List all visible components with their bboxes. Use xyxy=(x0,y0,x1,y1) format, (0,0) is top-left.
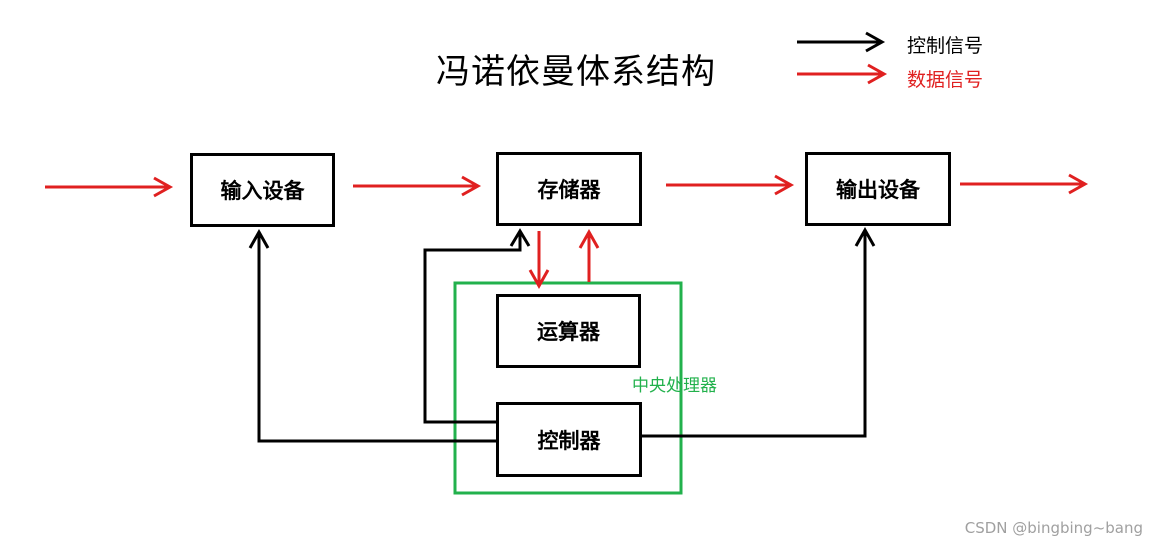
alu-label: 运算器 xyxy=(537,320,600,344)
alu-box: 运算器 xyxy=(496,294,641,368)
output-device-box: 输出设备 xyxy=(805,152,951,226)
arrow-input-to-memory xyxy=(353,175,482,197)
controller-label: 控制器 xyxy=(537,428,601,453)
legend-data-label: 数据信号 xyxy=(907,69,984,91)
input-device-label: 输入设备 xyxy=(220,179,305,203)
output-device-label: 输出设备 xyxy=(836,178,920,202)
watermark: CSDN @bingbing~bang xyxy=(964,519,1143,537)
legend-data-arrow xyxy=(797,63,888,85)
arrow-external-to-input xyxy=(45,176,174,198)
arrow-controller-to-input xyxy=(248,228,497,443)
memory-label: 存储器 xyxy=(537,178,601,202)
arrow-output-to-external xyxy=(960,173,1089,195)
legend-control-arrow xyxy=(797,31,886,53)
memory-box: 存储器 xyxy=(496,152,642,226)
arrow-controller-to-output xyxy=(642,226,876,438)
cpu-boundary xyxy=(453,281,683,495)
arrow-memory-to-alu xyxy=(528,231,550,290)
diagram-title: 冯诺依曼体系结构 xyxy=(436,52,716,92)
arrow-memory-to-output xyxy=(666,174,795,196)
legend-control-label: 控制信号 xyxy=(907,35,984,57)
arrow-controller-to-memory xyxy=(423,228,531,424)
cpu-label: 中央处理器 xyxy=(632,376,717,396)
controller-box: 控制器 xyxy=(496,402,642,477)
arrow-alu-to-memory xyxy=(578,228,600,282)
input-device-box: 输入设备 xyxy=(190,153,335,227)
